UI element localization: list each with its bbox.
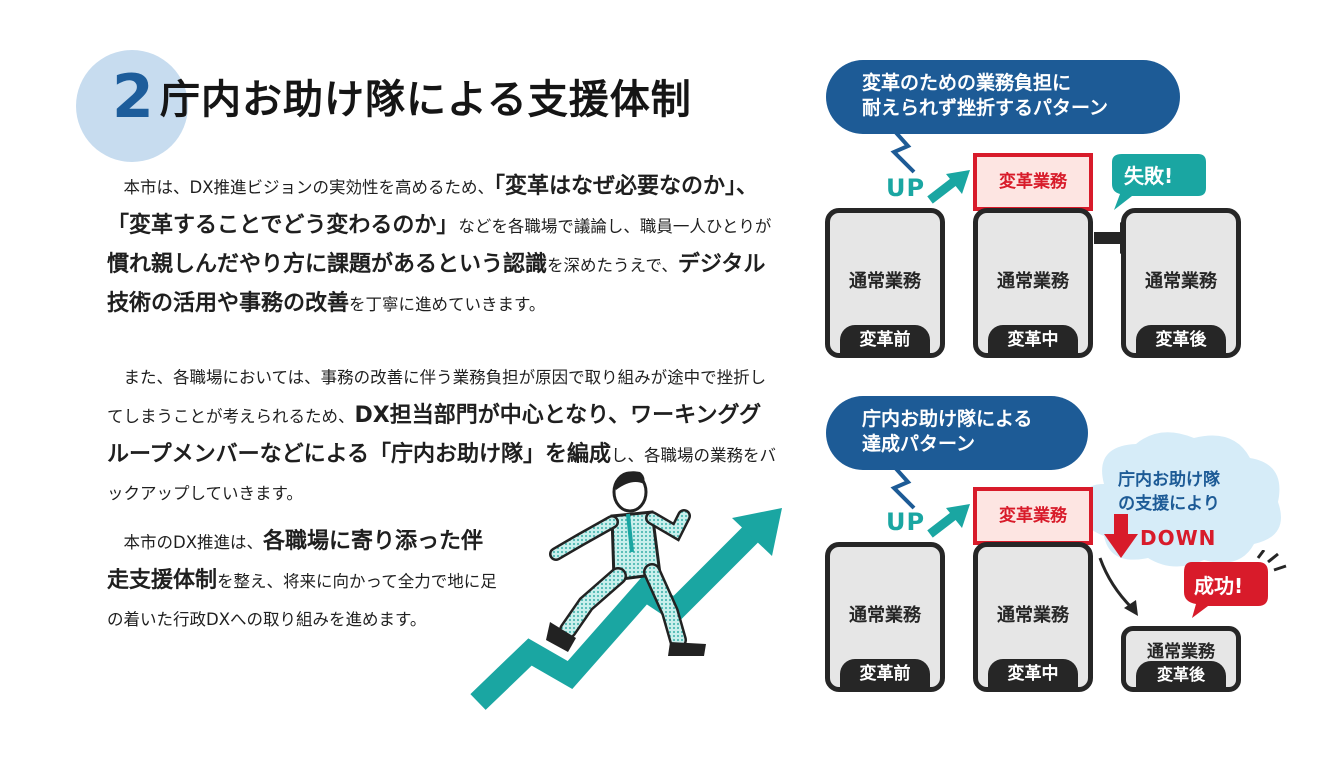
stage-label: 変革前: [840, 659, 930, 689]
stage-label: 変革前: [840, 325, 930, 355]
success-speech-bubble: [1184, 550, 1287, 618]
box-label: 通常業務: [849, 271, 921, 292]
diagonal-arrow-icon: [1098, 557, 1138, 616]
body-text: 本市のDX推進は、: [123, 533, 264, 552]
normal-work-box-after-2: 通常業務 変革後: [1121, 626, 1241, 692]
heading-number-circle: [76, 50, 188, 162]
box-label: 通常業務: [1145, 271, 1217, 292]
normal-work-box-during-2: 通常業務 変革中: [973, 542, 1093, 692]
stage-label: 変革後: [1136, 325, 1226, 355]
body-text: を丁寧に進めていきます。: [349, 295, 546, 314]
up-label: UP: [886, 508, 926, 536]
change-work-box: 変革業務: [973, 153, 1093, 211]
bubble-tail-2: [888, 462, 916, 510]
body-text: などを各職場で議論し、職員一人ひとりが: [458, 217, 772, 236]
emphasized-text: 各職場に寄り添った伴走支援体制: [107, 529, 484, 593]
stage-label: 変革中: [988, 659, 1078, 689]
support-cloud: [1082, 432, 1281, 567]
growth-arrow-illustration: [470, 508, 782, 710]
bubble-line-1: 庁内お助け隊による: [862, 408, 1033, 430]
failure-speech-bubble: [1112, 154, 1206, 210]
failure-label: 失敗!: [1124, 164, 1174, 188]
up-arrow-icon: [927, 170, 970, 204]
emphasized-text: デジタル技術の活用や事務の改善: [107, 252, 766, 316]
running-businessman-illustration: [546, 471, 706, 656]
down-arrow-icon: [1104, 514, 1138, 558]
paragraph-conclusion: 本市のDX推進は、各職場に寄り添った伴走支援体制を整え、将来に向かって全力で地に…: [107, 523, 497, 639]
bubble-line-2: 耐えられず挫折するパターン: [862, 97, 1109, 119]
paragraph-support-team: また、各職場においては、事務の改善に伴う業務負担が原因で取り組みが途中で挫折して…: [107, 359, 777, 513]
box-label: 通常業務: [997, 271, 1069, 292]
body-text: を深めたうえで、: [547, 256, 678, 275]
up-label: UP: [886, 174, 926, 202]
normal-work-box-before-1: 通常業務 変革前: [825, 208, 945, 358]
body-text: し、各職場の業務をバックアップしていきます。: [107, 446, 777, 503]
support-line-1: 庁内お助け隊: [1118, 470, 1220, 490]
support-text: 庁内お助け隊 の支援により: [1094, 468, 1244, 516]
bubble-line-1: 変革のための業務負担に: [862, 72, 1072, 94]
emphasized-text: 「変革はなぜ必要なのか」、「変革することでどう変わるのか」: [107, 174, 759, 238]
section-title: 庁内お助け隊による支援体制: [160, 77, 692, 123]
body-text: を整え、将来に向かって全力で地に足の着いた行政DXへの取り組みを進めます。: [107, 572, 497, 629]
up-arrow-icon: [927, 504, 970, 538]
box-label: 通常業務: [1147, 642, 1215, 662]
box-label: 通常業務: [997, 605, 1069, 626]
normal-work-box-after-1: 通常業務 変革後: [1121, 208, 1241, 358]
bubble-line-2: 達成パターン: [862, 433, 976, 455]
success-label: 成功!: [1194, 574, 1244, 598]
support-line-2: の支援により: [1118, 494, 1220, 514]
paragraph-intro: 本市は、DX推進ビジョンの実効性を高めるため、「変革はなぜ必要なのか」、「変革す…: [107, 168, 777, 324]
stage-label: 変革後: [1136, 661, 1226, 689]
emphasized-text: DX担当部門が中心となり、ワーキンググループメンバーなどによる「庁内お助け隊」を…: [107, 403, 762, 467]
failure-pattern-bubble: 変革のための業務負担に 耐えられず挫折するパターン: [826, 60, 1180, 134]
section-number: 2: [112, 62, 154, 132]
box-label: 通常業務: [849, 605, 921, 626]
down-label: DOWN: [1140, 526, 1217, 550]
success-pattern-bubble: 庁内お助け隊による 達成パターン: [826, 396, 1088, 470]
body-text: また、各職場においては、事務の改善に伴う業務負担が原因で取り組みが途中で挫折して…: [107, 368, 767, 426]
normal-work-box-during-1: 通常業務 変革中: [973, 208, 1093, 358]
stage-label: 変革中: [988, 325, 1078, 355]
change-work-box: 変革業務: [973, 487, 1093, 545]
body-text: 本市は、DX推進ビジョンの実効性を高めるため、: [123, 178, 495, 197]
emphasized-text: 慣れ親しんだやり方に課題があるという認識: [107, 252, 548, 277]
normal-work-box-before-2: 通常業務 変革前: [825, 542, 945, 692]
bubble-tail-1: [888, 126, 916, 174]
